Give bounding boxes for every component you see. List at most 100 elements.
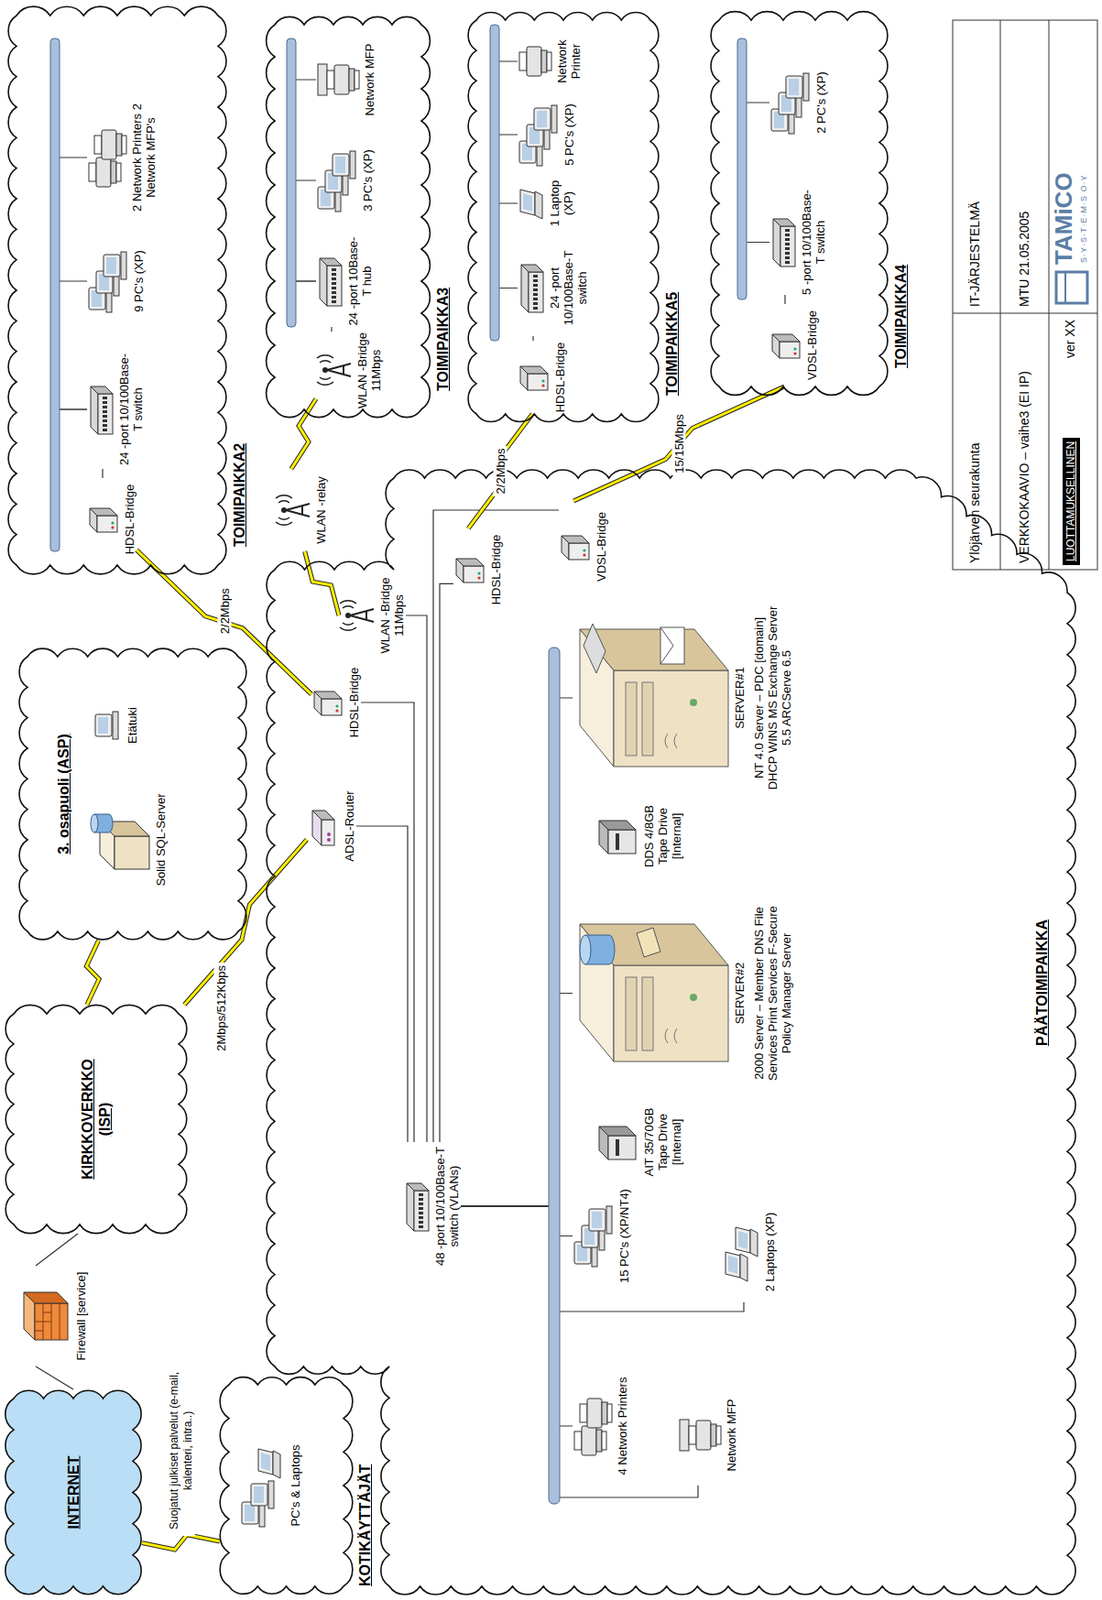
drawing-part <box>636 928 661 959</box>
drawing-part <box>116 163 121 182</box>
drawing-part <box>322 368 328 374</box>
drawing-part <box>418 1211 424 1215</box>
device-icon <box>18 1287 72 1346</box>
cloud-heading: TOIMIPAIKKA5 <box>663 292 681 396</box>
drawing-part <box>785 261 790 265</box>
network-cloud: TOIMIPAIKKA3WLAN -Bridge 11Mbps24 -port … <box>265 15 431 419</box>
device-icon <box>769 70 812 135</box>
drawing-part <box>689 994 698 1003</box>
device-icon <box>87 381 115 438</box>
device-label: SERVER#1 <box>732 666 747 730</box>
device-label: 3 PC's (XP) <box>360 149 375 212</box>
drawing-part <box>581 1426 597 1456</box>
device-label: Solid SQL-Server <box>153 793 168 886</box>
drawing-part <box>579 925 729 967</box>
drawing-part <box>34 1331 44 1332</box>
drawing-part <box>345 612 351 619</box>
drawing-part <box>331 295 337 299</box>
cloud-outline-path <box>710 11 888 396</box>
cable-link <box>439 583 454 1143</box>
device-icon <box>338 597 376 634</box>
drawing-part <box>568 543 590 560</box>
drawing-part <box>331 282 337 285</box>
network-device: HDSL-Bridge <box>87 478 137 561</box>
device-label: HDSL-Bridge <box>122 484 137 556</box>
drawing-part <box>354 70 360 89</box>
drawing-part <box>601 1431 607 1451</box>
cable-path <box>330 327 332 332</box>
drawing-part <box>728 1255 738 1275</box>
device-label: 24 -port 10/100Base-T switch <box>117 349 145 470</box>
cloud-outline-path <box>266 469 1076 1595</box>
drawing-part <box>312 810 335 820</box>
lightning-core <box>305 551 339 616</box>
network-cloud: INTERNET <box>4 1389 142 1596</box>
drawing-part <box>98 717 109 734</box>
cable-path <box>532 336 534 341</box>
device-label: Etätuki <box>125 707 140 744</box>
cloud-outline-path <box>266 16 431 417</box>
drawing-part <box>574 1431 582 1451</box>
drawing-part <box>520 189 535 216</box>
drawing-part <box>599 1126 636 1136</box>
device-label: 2 PC's (XP) <box>814 71 829 134</box>
drawing-part <box>625 682 637 756</box>
lightning-link <box>86 940 99 1005</box>
title-block-cell: ver XX <box>1062 319 1079 410</box>
drawing-part <box>589 1210 606 1233</box>
cloud-outline <box>219 1375 353 1596</box>
cable-path <box>784 294 786 305</box>
logo-mark <box>1064 272 1067 304</box>
device-icon <box>572 620 731 776</box>
title-block-frame <box>952 20 1098 570</box>
drawing-part <box>520 366 548 374</box>
network-device: 9 PC's (XP) <box>87 230 146 332</box>
device-icon <box>306 803 340 850</box>
network-device: VDSL-Bridge <box>558 501 609 593</box>
drawing-part <box>803 73 809 101</box>
drawing-part <box>615 833 620 851</box>
cable-link <box>405 615 427 1143</box>
title-block-rule <box>1048 20 1050 570</box>
drawing-part <box>334 65 350 95</box>
network-device: SERVER#22000 Server – Member DNS File Se… <box>572 890 794 1097</box>
drawing-part <box>785 252 790 256</box>
network-device: PC's & Laptops <box>240 1412 303 1560</box>
drawing-part <box>116 133 122 156</box>
device-icon <box>558 528 592 566</box>
drawing-part <box>579 1404 588 1423</box>
drawing-part <box>102 405 108 409</box>
drawing-part <box>103 254 121 277</box>
network-device: WLAN -Bridge 11Mbps <box>338 574 406 657</box>
title-block-cell: VERKKOKAAVIO – vaihe3 (EI IP) <box>1016 320 1033 564</box>
cable-link <box>785 294 786 305</box>
network-cloud: TOIMIPAIKKA5HDSL-Bridge24 -port 10/100Ba… <box>467 10 660 424</box>
device-roles: NT 4.0 Server – PDC [domain] DHCP WINS M… <box>752 601 794 795</box>
drawing-part <box>319 258 342 266</box>
drawing-part <box>281 507 287 513</box>
network-cloud: 3. osapuoli (ASP)Solid SQL-ServerEtätuki <box>18 647 248 941</box>
network-device: 2 Network Printers 2 Network MFP's <box>87 102 158 213</box>
network-device: Etätuki <box>91 679 140 772</box>
link-label: 2/2Mbps <box>217 585 231 637</box>
device-icon <box>572 1393 613 1460</box>
lightning-link <box>305 551 339 616</box>
network-device: 48 -port 10/100Base-T switch (VLANs) <box>403 1142 461 1271</box>
drawing-part <box>96 157 111 187</box>
drawing-part <box>785 239 790 242</box>
network-device: Network MFP <box>316 33 377 126</box>
drawing-part <box>90 386 99 435</box>
drawing-part <box>102 396 108 400</box>
drawing-part <box>785 248 790 251</box>
drawing-part <box>102 401 108 404</box>
device-icon <box>517 260 546 317</box>
drawing-part <box>120 251 127 280</box>
network-device: 2 PC's (XP) <box>769 61 829 144</box>
drawing-part <box>773 219 781 268</box>
drawing-part <box>785 257 790 261</box>
drawing-part <box>339 600 357 632</box>
drawing-part <box>406 1183 415 1232</box>
device-roles: 2000 Server – Member DNS File Services P… <box>752 890 794 1097</box>
device-icon <box>595 1119 640 1166</box>
